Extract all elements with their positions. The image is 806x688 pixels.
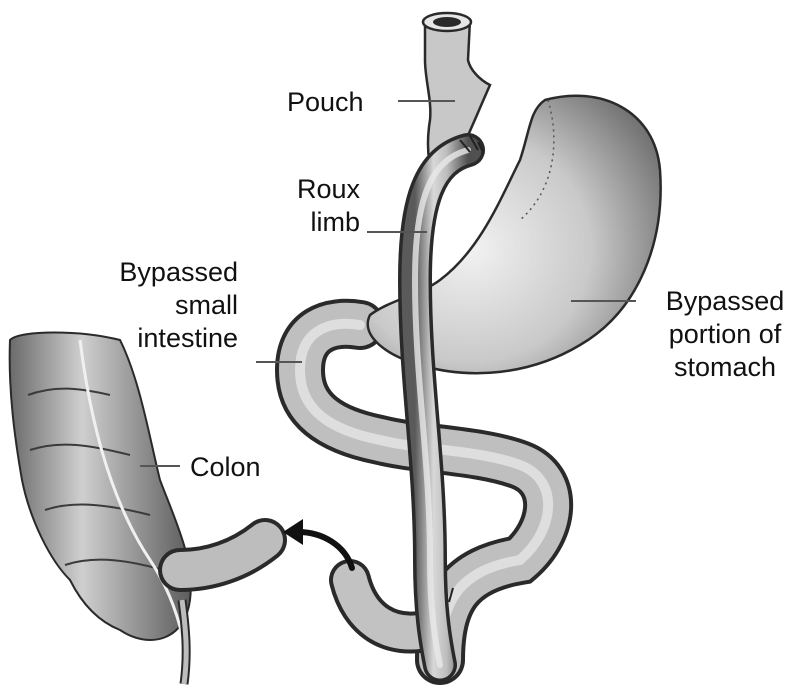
label-stomach-line-1: Bypassed (650, 285, 800, 318)
label-bypassed-stomach: Bypassed portion of stomach (650, 285, 800, 384)
label-roux-limb-line-2: limb (292, 206, 360, 239)
label-pouch-line-1: Pouch (287, 86, 364, 119)
label-small-intestine-line-2: small (90, 289, 238, 322)
label-colon: Colon (190, 451, 261, 484)
flow-arrow (283, 519, 352, 568)
label-small-intestine-line-1: Bypassed (90, 256, 238, 289)
small-intestine-shape (180, 324, 548, 660)
label-stomach-line-2: portion of (650, 318, 800, 351)
label-roux-limb: Roux limb (292, 173, 360, 239)
label-small-intestine-line-3: intestine (90, 322, 238, 355)
label-colon-line-1: Colon (190, 451, 261, 484)
label-pouch: Pouch (287, 86, 364, 119)
colon-shape (10, 333, 191, 685)
label-stomach-line-3: stomach (650, 351, 800, 384)
label-bypassed-small-intestine: Bypassed small intestine (90, 256, 238, 355)
label-roux-limb-line-1: Roux (292, 173, 360, 206)
